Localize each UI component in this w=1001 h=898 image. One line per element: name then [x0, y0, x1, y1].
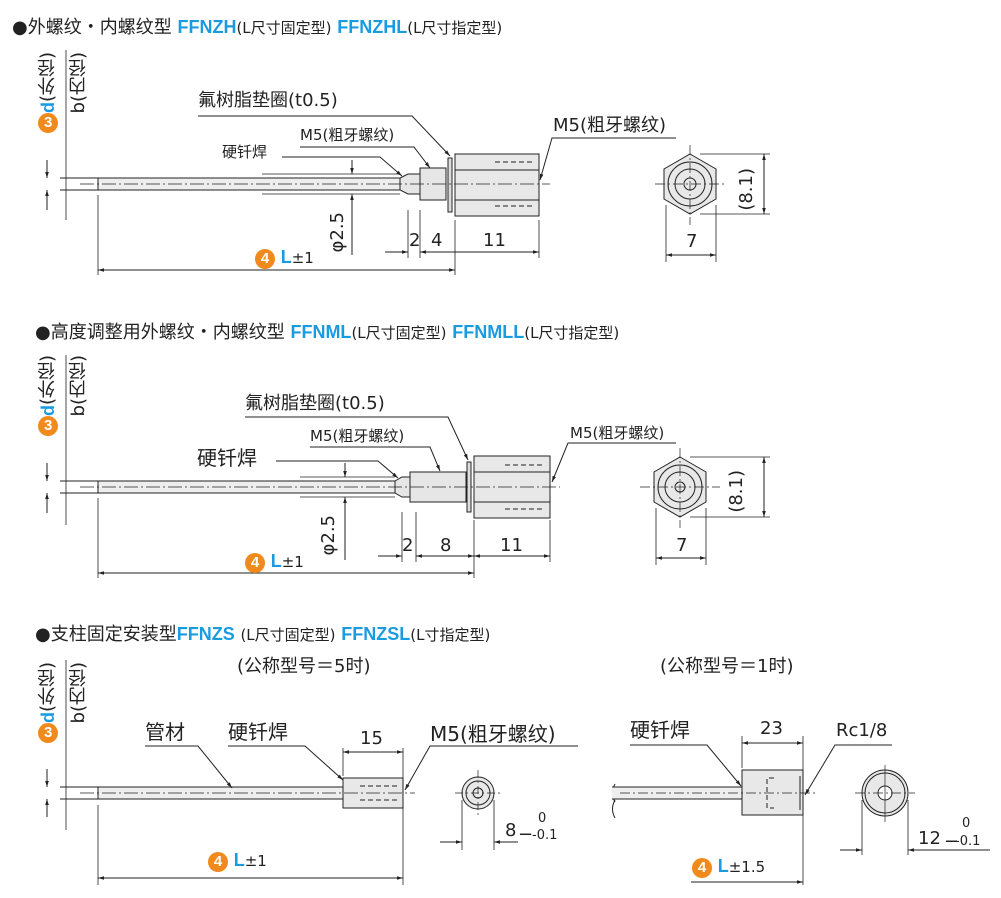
end-height: (8.1) [726, 470, 747, 513]
length-label: 4 L±1 [245, 552, 304, 573]
section3-heading: ●支柱固定安装型FFNZS (L尺寸固定型) FFNZSL(L寸指定型) [35, 625, 490, 644]
brazing-label: 硬钎焊 [197, 446, 257, 470]
diameter-label: 3d(外径) [35, 355, 61, 437]
product-code: FFNZH [177, 17, 237, 37]
desc1: (L尺寸固定型) [240, 626, 336, 644]
tolerance-upper: 0 [962, 816, 971, 831]
phi-dimension: φ2.5 [327, 212, 348, 253]
female-thread-label: M5(粗牙螺纹) [570, 424, 665, 442]
brazing-label: 硬钎焊 [228, 720, 288, 744]
bullet: ● [35, 322, 51, 343]
code1: FFNZS [176, 624, 235, 644]
badge-d: 3 [38, 416, 58, 437]
thread-label: Rc1/8 [836, 720, 888, 741]
end-width: 7 [686, 231, 698, 252]
l-tol: ±1.5 [728, 858, 766, 876]
title: 支柱固定安装型 [50, 624, 177, 645]
section2-end-view [640, 448, 770, 565]
tolerance-upper: 0 [538, 811, 547, 826]
badge-l: 4 [208, 852, 228, 872]
outer: (外径) [37, 52, 58, 103]
inner-diameter-label: b(内径) [68, 662, 89, 724]
badge-l: 4 [692, 858, 712, 878]
gasket-label: 氟树脂垫圈(t0.5) [198, 90, 338, 111]
section1-heading: ●外螺纹・内螺纹型 FFNZH(L尺寸固定型) FFNZHL(L尺寸指定型) [12, 18, 502, 37]
pipe-label: 管材 [145, 720, 185, 744]
desc2: (L尺寸指定型) [524, 324, 620, 342]
d: d [38, 102, 58, 114]
d: d [38, 712, 58, 724]
block-length: 23 [760, 718, 783, 739]
inner-diameter-label: b(内径) [68, 52, 89, 114]
brazing-label: 硬钎焊 [222, 143, 268, 161]
block-length: 15 [360, 728, 383, 749]
length-label: 4 L±1 [208, 851, 267, 872]
code2: FFNZSL [341, 624, 411, 644]
code-description: (L尺寸固定型) [236, 19, 332, 37]
l: L [233, 850, 245, 870]
length-label: 4 L±1.5 [692, 857, 765, 878]
tolerance-lower: -0.1 [955, 834, 981, 849]
diameter-label: 3d(外径) [35, 52, 61, 134]
diameter-value: 8 [505, 820, 517, 841]
tolerance-lower: -0.1 [532, 828, 558, 843]
code-description: (L尺寸指定型) [407, 19, 503, 37]
section3-left-view [45, 660, 578, 885]
product-code: FFNZHL [337, 17, 408, 37]
badge-3: 3 [38, 113, 58, 134]
desc1: (L尺寸固定型) [351, 324, 447, 342]
dim-b: 4 [431, 230, 443, 251]
left-caption: (公称型号＝5时) [237, 656, 371, 677]
dim-c: 11 [483, 230, 506, 251]
male-thread-label: M5(粗牙螺纹) [300, 126, 395, 144]
dim-c: 11 [500, 535, 523, 556]
badge-l: 4 [245, 553, 265, 573]
section2-side-view [45, 355, 676, 578]
female-thread-label: M5(粗牙螺纹) [553, 115, 667, 136]
outer: (外径) [37, 662, 58, 713]
phi-dimension: φ2.5 [318, 515, 339, 556]
title: 高度调整用外螺纹・内螺纹型 [50, 322, 285, 343]
thread-label: M5(粗牙螺纹) [430, 722, 556, 746]
dim-a: 2 [409, 230, 421, 251]
l-tol: ±1 [291, 249, 314, 267]
brazing-label: 硬钎焊 [630, 718, 690, 742]
diameter-value: 12 [918, 828, 941, 849]
l: L [717, 856, 729, 876]
inner-diameter-label: b(内径) [68, 355, 89, 417]
bullet: ● [35, 624, 51, 645]
l-tol: ±1 [281, 553, 304, 571]
badge-l: 4 [255, 249, 275, 269]
desc2: (L寸指定型) [410, 626, 491, 644]
section-title: 外螺纹・内螺纹型 [27, 17, 172, 38]
length-label: 4 L±1 [255, 248, 314, 269]
section1-end-view [655, 145, 770, 262]
code2: FFNMLL [452, 322, 525, 342]
section2-heading: ●高度调整用外螺纹・内螺纹型 FFNML(L尺寸固定型) FFNMLL(L尺寸指… [35, 323, 619, 342]
right-caption: (公称型号＝1时) [660, 656, 794, 677]
outer: (外径) [37, 355, 58, 406]
badge-d: 3 [38, 723, 58, 744]
l-tol: ±1 [244, 852, 267, 870]
bullet: ● [12, 17, 28, 38]
gasket-label: 氟树脂垫圈(t0.5) [245, 393, 385, 414]
d: d [38, 405, 58, 417]
dim-b: 8 [440, 535, 452, 556]
section3-right-view [612, 736, 990, 885]
code1: FFNML [290, 322, 352, 342]
end-width: 7 [676, 535, 688, 556]
end-height: (8.1) [736, 168, 757, 211]
section1-side-view [45, 50, 676, 275]
dim-a: 2 [402, 535, 414, 556]
l: L [270, 551, 282, 571]
diameter-label: 3d(外径) [35, 662, 61, 744]
l: L [280, 247, 292, 267]
male-thread-label: M5(粗牙螺纹) [310, 427, 405, 445]
